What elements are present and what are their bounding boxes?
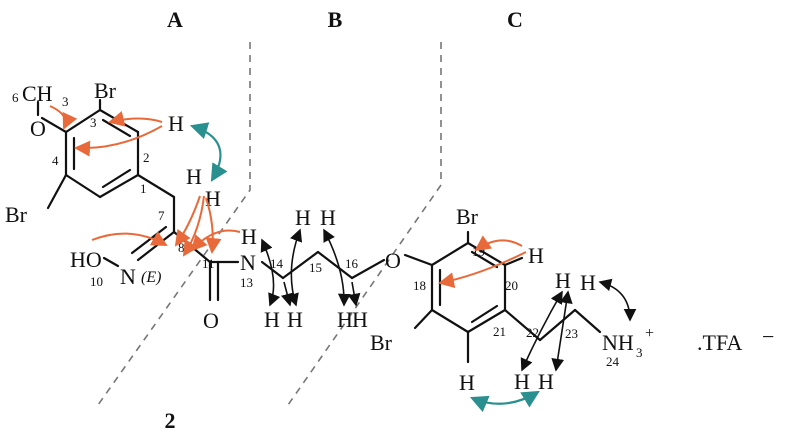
ring-c-hydrogen: H: [459, 370, 475, 395]
atom-number-6: 6: [12, 90, 19, 105]
atom-number-3: 3: [90, 115, 97, 130]
ring-c-bonds: [403, 230, 602, 364]
atom-number-13: 13: [240, 275, 253, 290]
amide-h-label: H: [241, 224, 257, 249]
atom-number-15: 15: [309, 260, 322, 275]
h16a-label: H: [337, 307, 353, 332]
h22a-label: H: [514, 369, 530, 394]
ring-a-hydrogen: H: [168, 111, 184, 136]
divider-ab: [97, 42, 251, 406]
h23b-label: H: [580, 270, 596, 295]
hydroxyl-label: HO: [70, 247, 102, 272]
bromine-left-label: Br: [5, 202, 28, 227]
h15b-label: H: [320, 205, 336, 230]
atom-number-7: 7: [158, 208, 165, 223]
h-c20-label: H: [528, 243, 544, 268]
atom-number-18: 18: [413, 278, 426, 293]
atom-number-1: 1: [140, 181, 147, 196]
carbonyl-oxygen-label: O: [203, 308, 219, 333]
bromine-top-label: Br: [94, 78, 117, 103]
atom-number-4: 4: [52, 153, 59, 168]
counterion-label: .TFA: [697, 330, 743, 355]
atom-number-16: 16: [345, 256, 359, 271]
h7b-label: H: [205, 186, 221, 211]
compound-number: 2: [165, 408, 176, 433]
bromine-c19-label: Br: [456, 204, 479, 229]
section-label-a: A: [167, 7, 183, 32]
methoxy-oxygen-label: O: [30, 116, 46, 141]
ammonium-label: NH: [602, 330, 634, 355]
counterion-charge: −: [762, 324, 774, 349]
h14b-label: H: [287, 307, 303, 332]
atom-number-10: 10: [90, 274, 103, 289]
atom-number-8: 8: [178, 240, 185, 255]
h23a-label: H: [555, 268, 571, 293]
methyl-label: CH: [22, 81, 53, 106]
atom-number-11: 11: [202, 256, 215, 271]
cosy-correlations: [260, 228, 637, 372]
bromine-c17-label: Br: [370, 330, 393, 355]
atom-number-20: 20: [505, 278, 518, 293]
noesy-correlations: [189, 122, 540, 413]
hmbc-correlations: [49, 105, 527, 289]
h22b-label: H: [538, 369, 554, 394]
h15a-label: H: [295, 205, 311, 230]
e-configuration-label: (E): [141, 269, 161, 286]
atom-number-23: 23: [565, 326, 578, 341]
atom-number-24: 24: [606, 354, 620, 369]
section-label-b: B: [328, 7, 343, 32]
h7a-label: H: [186, 164, 202, 189]
divider-bc: [287, 42, 442, 406]
methyl-subscript: 3: [62, 94, 69, 109]
ether-oxygen-label: O: [385, 248, 401, 273]
ammonium-subscript: 3: [636, 345, 643, 360]
atom-number-21: 21: [493, 324, 506, 339]
atom-number-2: 2: [143, 150, 150, 165]
h16b-label: H: [352, 307, 368, 332]
amide-nitrogen-label: N: [240, 250, 256, 275]
ammonium-charge: +: [645, 325, 654, 342]
section-label-c: C: [507, 7, 523, 32]
oxime-nitrogen-label: N: [120, 264, 136, 289]
h14a-label: H: [264, 307, 280, 332]
